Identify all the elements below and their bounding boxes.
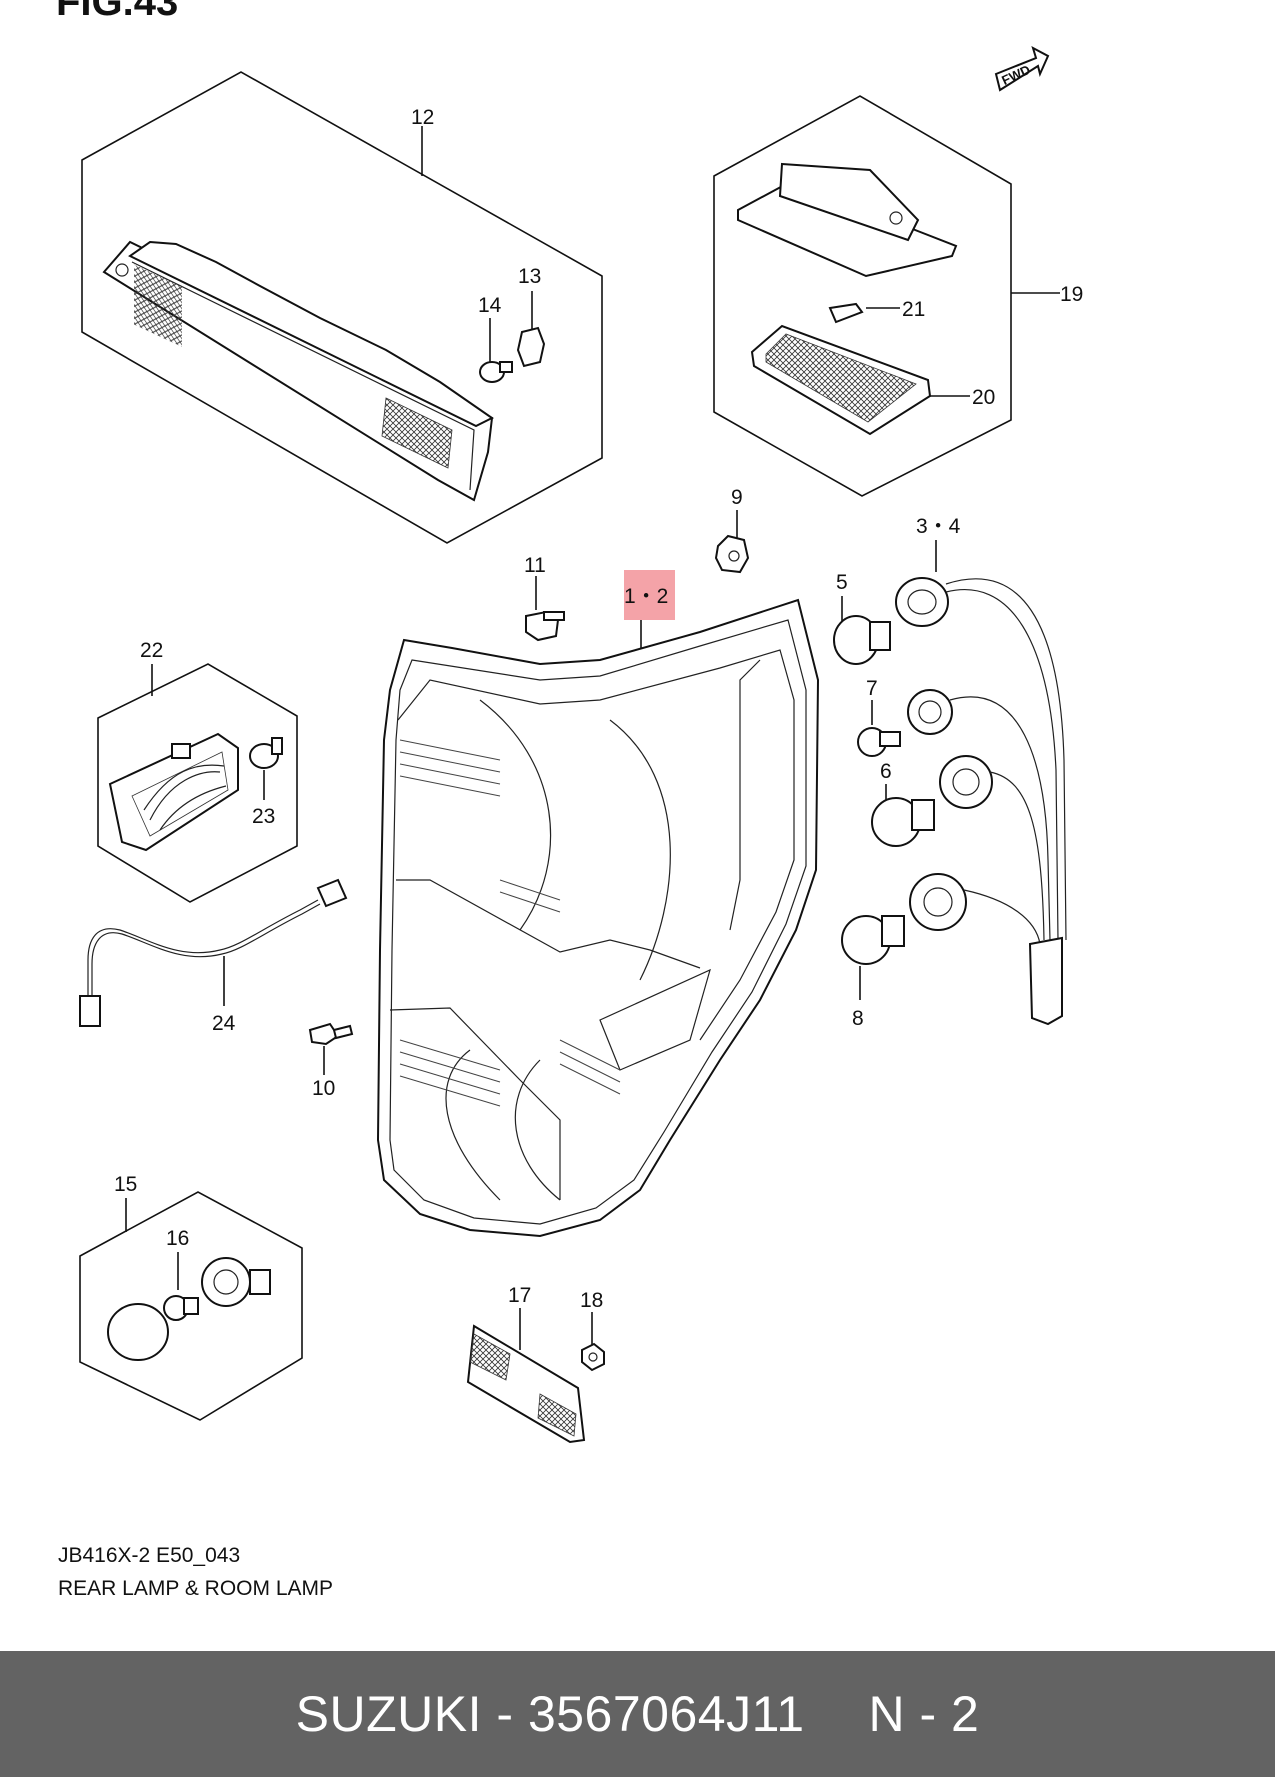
bulb-7 xyxy=(857,727,901,757)
callout-7: 7 xyxy=(866,677,878,700)
callout-24: 24 xyxy=(212,1012,236,1035)
highlight-box xyxy=(624,570,675,620)
side-turn-lamp-group: 15 16 xyxy=(79,1173,303,1421)
callout-11: 11 xyxy=(524,554,546,577)
lamp-lens-hatching xyxy=(399,739,621,1107)
callout-12: 12 xyxy=(411,106,434,129)
room-lamp-lens xyxy=(750,324,932,436)
callout-23: 23 xyxy=(252,805,275,828)
highlighted-callout: 1・2 xyxy=(624,570,675,652)
callout-21: 21 xyxy=(902,298,925,321)
bulb-16 xyxy=(163,1295,199,1321)
license-lamp-group: 22 23 xyxy=(97,639,298,903)
room-lamp-housing xyxy=(737,162,958,278)
socket-8 xyxy=(909,873,967,931)
figure-label: FIG.43 xyxy=(56,0,179,24)
parts-diagram: FWD 12 13 14 19 xyxy=(79,45,1083,1444)
bulb-socket-13 xyxy=(516,326,546,368)
footer-separator: - xyxy=(482,1686,528,1742)
callout-18: 18 xyxy=(580,1289,603,1312)
callout-3-4: 3・4 xyxy=(916,515,961,538)
clip-11 xyxy=(525,610,565,642)
callout-17: 17 xyxy=(508,1284,531,1307)
bulb-14 xyxy=(479,361,513,383)
fwd-label: FWD xyxy=(999,62,1032,88)
high-mount-stop-lamp xyxy=(102,240,494,502)
callout-20: 20 xyxy=(972,386,995,409)
callout-9: 9 xyxy=(731,486,743,509)
lens-15 xyxy=(107,1303,169,1361)
callout-15: 15 xyxy=(114,1173,137,1196)
callout-19: 19 xyxy=(1060,283,1083,306)
footer-page-label: N - 2 xyxy=(868,1686,980,1742)
callout-16: 16 xyxy=(166,1227,189,1250)
clip-9 xyxy=(714,534,750,574)
callout-14: 14 xyxy=(478,294,502,317)
footer-brand: SUZUKI xyxy=(295,1686,482,1742)
footer-part-number: 3567064J11 xyxy=(527,1686,805,1742)
room-lamp-group: 19 21 20 xyxy=(713,95,1083,497)
wire-24 xyxy=(79,878,348,1027)
bulb-23 xyxy=(249,737,283,769)
reflector-17 xyxy=(466,1324,586,1444)
callout-6: 6 xyxy=(880,760,892,783)
callout-1-2: 1・2 xyxy=(624,585,668,608)
socket-16 xyxy=(201,1257,271,1307)
wiring-harness xyxy=(945,578,1067,1026)
socket-3-4 xyxy=(895,577,949,627)
footer-bar: SUZUKI - 3567064J11 N - 2 xyxy=(0,1651,1275,1777)
high-mount-stop-lamp-group: 12 13 14 xyxy=(81,71,603,544)
nut-18 xyxy=(581,1342,605,1372)
screw-10 xyxy=(308,1022,354,1046)
rear-combination-lamp xyxy=(376,598,820,1238)
callout-8: 8 xyxy=(852,1007,864,1030)
socket-6 xyxy=(939,755,993,809)
bulb-21 xyxy=(828,302,864,324)
bulb-5 xyxy=(833,615,891,665)
diagram-code: JB416X-2 E50_043 xyxy=(58,1544,241,1567)
callout-22: 22 xyxy=(140,639,163,662)
bulb-6 xyxy=(871,797,935,847)
license-lamp xyxy=(108,732,239,852)
diagram-title: REAR LAMP & ROOM LAMP xyxy=(58,1577,334,1600)
callout-13: 13 xyxy=(518,265,541,288)
fwd-arrow-icon: FWD xyxy=(994,45,1050,92)
socket-7 xyxy=(907,689,953,735)
bulb-8 xyxy=(841,915,905,965)
callout-10: 10 xyxy=(312,1077,335,1100)
callout-5: 5 xyxy=(836,571,848,594)
